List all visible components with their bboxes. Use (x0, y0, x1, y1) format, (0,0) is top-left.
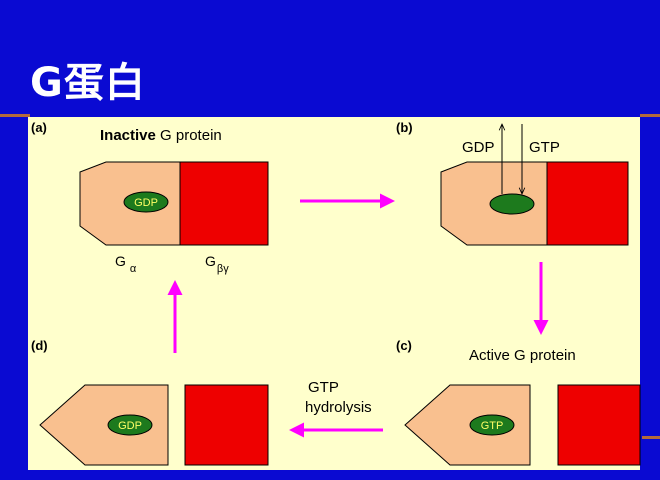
panel-a-heading-bold: Inactive (100, 127, 156, 144)
panel-a-heading: Inactive G protein (100, 127, 222, 144)
panel-b-betagamma-subunit (546, 161, 629, 246)
panel-b-label: (b) (396, 120, 413, 135)
panel-c-gtp-label: GTP (481, 420, 504, 432)
alpha-label-letter: G (115, 253, 126, 269)
title-rule-left (0, 114, 30, 117)
hydrolysis-label-line1: GTP (308, 379, 339, 396)
betagamma-label-letter: G (205, 253, 216, 269)
panel-c-label: (c) (396, 338, 412, 353)
panel-c-gtp-ellipse (469, 414, 515, 436)
panel-c-heading: Active G protein (469, 347, 576, 364)
hydrolysis-label-line2: hydrolysis (305, 399, 372, 416)
title-rule-right (640, 114, 660, 117)
panel-d-alpha-subunit (39, 384, 169, 466)
panel-d-gdp-label: GDP (118, 420, 142, 432)
panel-d-label: (d) (31, 338, 48, 353)
panel-c-betagamma-subunit (557, 384, 641, 466)
panel-d-gdp-ellipse (107, 414, 153, 436)
panel-a-betagamma-subunit (179, 161, 269, 246)
corner-rule (642, 436, 660, 439)
panel-a-label: (a) (31, 120, 47, 135)
alpha-label-subscript: α (130, 263, 137, 275)
panel-a-gdp-label: GDP (134, 197, 158, 209)
slide-title: G蛋白 (30, 60, 146, 106)
panel-d-betagamma-subunit (184, 384, 269, 466)
panel-b-gdp-label: GDP (462, 139, 495, 156)
panel-a-gdp-ellipse (123, 191, 169, 213)
panel-b-gtp-label: GTP (529, 139, 560, 156)
panel-b-empty-site-ellipse (489, 193, 535, 215)
panel-a-heading-rest: G protein (156, 127, 222, 144)
betagamma-subunit-label: Gβγ (205, 253, 229, 275)
panel-c-alpha-subunit (404, 384, 531, 466)
betagamma-label-subscript: βγ (217, 263, 229, 275)
